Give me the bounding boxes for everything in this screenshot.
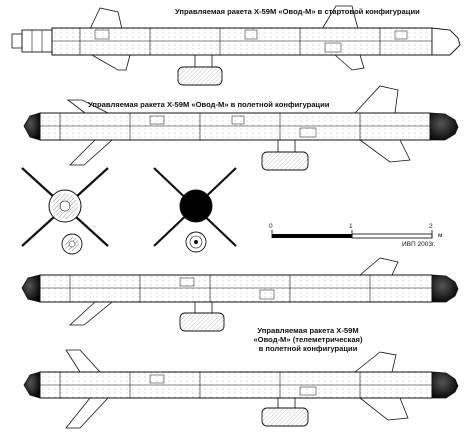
seeker-front [179,189,213,223]
author-credit: ИВП 2003г. [402,241,436,248]
rear-fin-lower [333,54,365,71]
seeker-dome [23,112,41,141]
front-view-left [21,167,109,255]
seeker-dome-rear [431,274,459,303]
scale-tick-1: 1 [349,223,353,230]
front-fin-upper [65,349,101,373]
front-fin-lower [68,301,114,326]
seeker-dome [23,371,41,399]
scale-bar [271,230,433,239]
rear-fin-upper [353,351,397,373]
seeker-dome-rear [431,371,459,399]
scale-tick-0: 0 [269,223,273,230]
scale-unit: м [438,232,443,239]
front-fin-upper [89,7,123,30]
caption-launch-config: Управляемая ракета Х-59М «Овод-М» в стар… [175,7,420,16]
missile-flight-config [23,85,459,171]
seeker-dome-rear [429,112,459,141]
missile-telemetry-flight [23,349,459,429]
caption-telemetry-line2: «Овод-М» (телеметрическая) [253,335,363,344]
missile-telemetry-side [21,257,459,332]
front-view-right [153,167,237,253]
caption-telemetry-line3: в полетной конфигурации [258,344,358,353]
rear-fin-lower [358,139,411,163]
seeker-dome [21,274,41,303]
booster-body [21,29,53,53]
rear-fin-upper [354,85,399,114]
booster-nozzle [11,33,23,49]
rear-fin-lower [358,397,409,421]
scale-tick-2: 2 [429,223,433,230]
caption-flight-config: Управляемая ракета Х-59М «Овод-М» в поле… [88,100,330,109]
nose-section [431,27,461,56]
front-fin-lower [90,54,131,71]
rear-fin-upper [358,257,399,276]
front-fin-lower [69,139,114,166]
caption-telemetry-line1: Управляемая ракета Х-59М [257,326,359,335]
caption-telemetry: Управляемая ракета Х-59М «Овод-М» (телем… [218,326,398,353]
missile-launch-config [11,5,461,86]
front-fin-lower [65,397,109,429]
